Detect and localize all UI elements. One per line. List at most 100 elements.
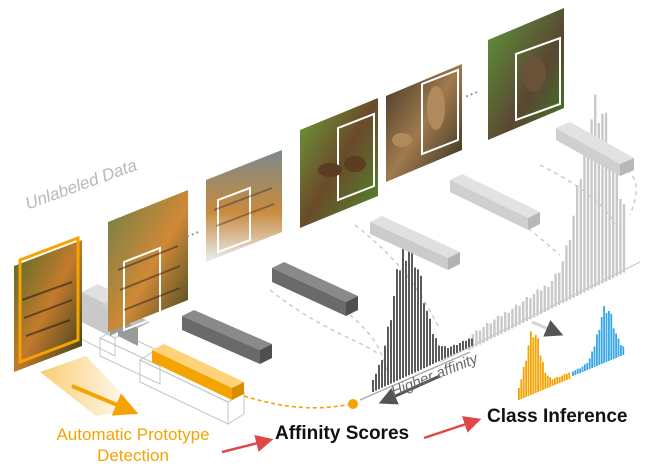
higher-affinity-arrow — [378, 374, 441, 405]
blue-bar-13 — [603, 306, 605, 363]
light-bar-22 — [547, 286, 550, 311]
feature-block-dark-2 — [182, 310, 272, 364]
light-bar-26 — [561, 261, 564, 304]
feature-block-grey-3 — [370, 216, 460, 270]
blue-bar-19 — [617, 338, 620, 357]
dark-bar-8 — [396, 269, 398, 381]
orange-bar-14 — [551, 379, 554, 386]
image-otter-1 — [300, 98, 378, 228]
blue-bar-10 — [596, 334, 598, 366]
light-bar-30 — [576, 185, 579, 296]
orange-bar-3 — [525, 360, 527, 397]
dark-bar-32 — [468, 338, 470, 348]
class-histogram-blue — [572, 306, 625, 376]
class-inference-label: Class Inference — [487, 406, 628, 427]
dark-bar-17 — [423, 303, 425, 369]
dark-bar-28 — [456, 345, 458, 353]
orange-bar-20 — [566, 374, 568, 380]
orange-bar-5 — [530, 331, 532, 395]
light-bar-20 — [540, 290, 543, 314]
orange-bar-11 — [544, 372, 547, 389]
prototype-point — [348, 399, 358, 409]
blue-bar-4 — [581, 366, 584, 372]
light-bar-37 — [601, 113, 604, 284]
dark-bar-29 — [459, 343, 461, 352]
blue-bar-7 — [588, 358, 591, 369]
light-bar-4 — [482, 326, 485, 343]
light-bar-38 — [604, 112, 608, 282]
light-bar-28 — [568, 240, 572, 300]
blue-bar-16 — [610, 313, 613, 360]
light-bar-42 — [619, 199, 622, 275]
light-bar-12 — [511, 308, 514, 329]
blue-bar-9 — [593, 346, 596, 367]
feature-block-grey-1 — [556, 122, 634, 176]
dark-bar-20 — [432, 334, 434, 364]
dark-bar-4 — [384, 345, 386, 387]
light-bar-14 — [518, 305, 521, 325]
light-bar-39 — [608, 153, 611, 280]
dark-bar-21 — [435, 338, 437, 363]
orange-bar-18 — [561, 375, 563, 382]
affinity-scores-label: Affinity Scores — [275, 423, 410, 444]
light-bar-15 — [522, 301, 525, 323]
blue-bar-18 — [615, 333, 617, 358]
feature-block-dark-1 — [272, 262, 358, 316]
light-bar-2 — [475, 330, 478, 347]
light-bar-3 — [478, 330, 482, 345]
dark-bar-10 — [402, 247, 404, 378]
light-bar-40 — [612, 160, 615, 278]
automatic-prototype-detection-label: Automatic Prototype Detection — [56, 425, 210, 465]
dark-bar-12 — [408, 247, 410, 376]
light-bar-7 — [493, 319, 496, 338]
affinity-histogram-light — [468, 94, 626, 350]
dark-bar-6 — [390, 320, 392, 384]
blue-bar-8 — [591, 351, 593, 368]
blue-bar-12 — [600, 317, 603, 364]
light-bar-35 — [594, 94, 597, 287]
feature-block-grey-2 — [450, 174, 540, 230]
blue-bar-15 — [608, 311, 610, 361]
red-arrow-2 — [423, 416, 482, 440]
dark-bar-0 — [372, 380, 374, 392]
dark-bar-14 — [414, 267, 416, 373]
inference-flow-arrow — [531, 320, 564, 337]
blue-bar-5 — [584, 364, 586, 371]
orange-bar-12 — [546, 375, 549, 388]
dark-bar-1 — [375, 373, 377, 391]
dark-bar-15 — [417, 269, 419, 371]
image-tiger-3 — [206, 150, 282, 262]
blue-bar-17 — [612, 328, 615, 359]
light-bar-31 — [579, 179, 582, 295]
prototype-flow-arrow — [71, 384, 139, 416]
light-bar-32 — [583, 144, 586, 293]
light-bar-34 — [590, 119, 593, 289]
orange-bar-16 — [556, 376, 559, 384]
orange-bar-19 — [563, 373, 566, 381]
dark-bar-11 — [405, 260, 407, 377]
dark-bar-22 — [438, 345, 440, 362]
blue-bar-21 — [622, 346, 625, 355]
ellipsis-2: ... — [459, 78, 480, 102]
light-bar-33 — [586, 148, 590, 291]
class-histogram-orange — [518, 331, 571, 400]
dark-bar-25 — [447, 348, 449, 357]
prototype-feature-bar — [152, 344, 244, 400]
orange-bar-2 — [522, 366, 525, 398]
orange-bar-4 — [527, 345, 530, 396]
light-bar-19 — [536, 289, 539, 316]
light-bar-27 — [565, 245, 568, 302]
blue-bar-1 — [574, 370, 577, 375]
dark-bar-16 — [420, 275, 422, 370]
red-arrow-1 — [221, 434, 274, 454]
orange-bar-15 — [554, 378, 556, 385]
light-bar-9 — [500, 316, 503, 334]
orange-bar-6 — [532, 337, 535, 394]
light-bar-6 — [489, 323, 492, 340]
blue-bar-0 — [572, 371, 574, 376]
orange-dashed-link — [243, 395, 353, 409]
image-otter-3 — [488, 8, 564, 140]
light-bar-24 — [554, 273, 557, 307]
light-bar-18 — [532, 293, 536, 318]
light-bar-5 — [486, 323, 489, 341]
